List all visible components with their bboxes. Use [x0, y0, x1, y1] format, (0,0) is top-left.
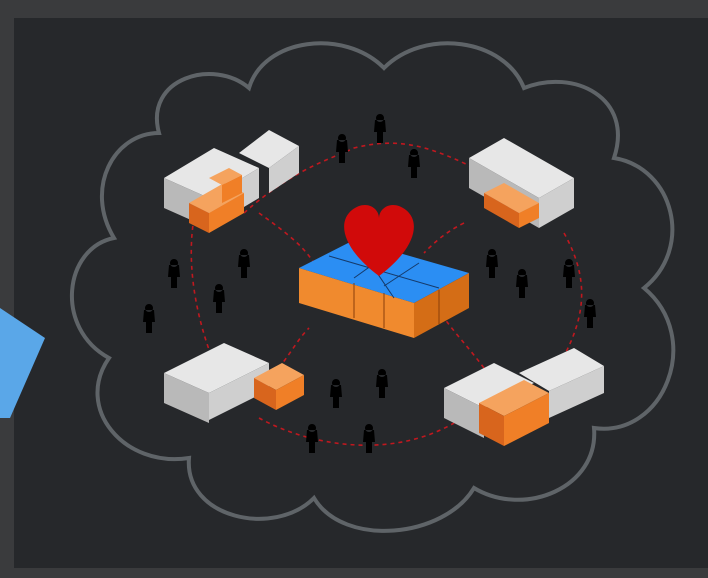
people-group-top: [336, 114, 420, 178]
diagram-panel: [14, 18, 708, 568]
container-cluster-bottom-right: [444, 348, 604, 446]
container-cluster-bottom-left: [164, 343, 304, 423]
heart-icon: [344, 204, 414, 276]
arrow-pointer: [0, 308, 45, 418]
people-group-right: [486, 249, 596, 328]
container-cluster-top-left: [164, 130, 299, 233]
central-hub: [299, 240, 469, 338]
cloud-diagram: [70, 41, 676, 533]
people-group-bottom: [306, 369, 388, 453]
cloud-outline: [70, 41, 676, 533]
container-cluster-top-right: [469, 138, 574, 228]
people-group-left: [143, 249, 250, 333]
